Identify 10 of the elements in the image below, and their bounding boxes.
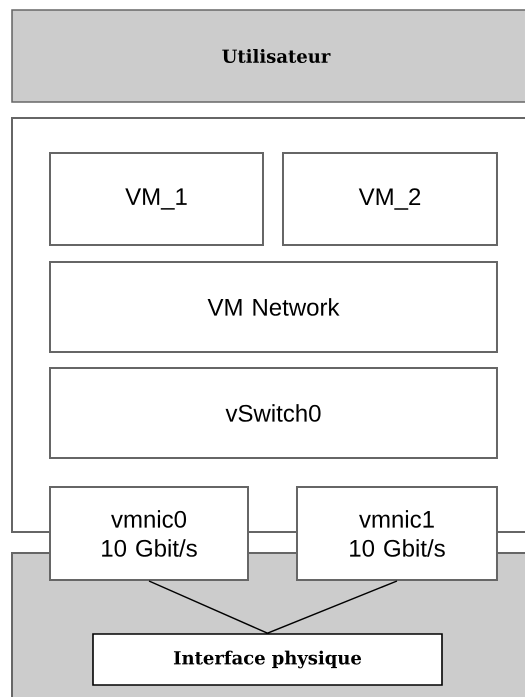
connector-line (148, 580, 268, 634)
network-box: VM Network (49, 261, 498, 353)
interface-box: Interface physique (92, 633, 443, 686)
switch-box: vSwitch0 (49, 367, 498, 459)
header-band: Utilisateur (11, 9, 525, 103)
connector-line (267, 580, 398, 634)
vm-box: VM_2 (282, 152, 498, 246)
vm-box: VM_1 (49, 152, 264, 246)
nic-box: vmnic0 10 Gbit/s (49, 486, 249, 581)
nic-box: vmnic1 10 Gbit/s (296, 486, 498, 581)
